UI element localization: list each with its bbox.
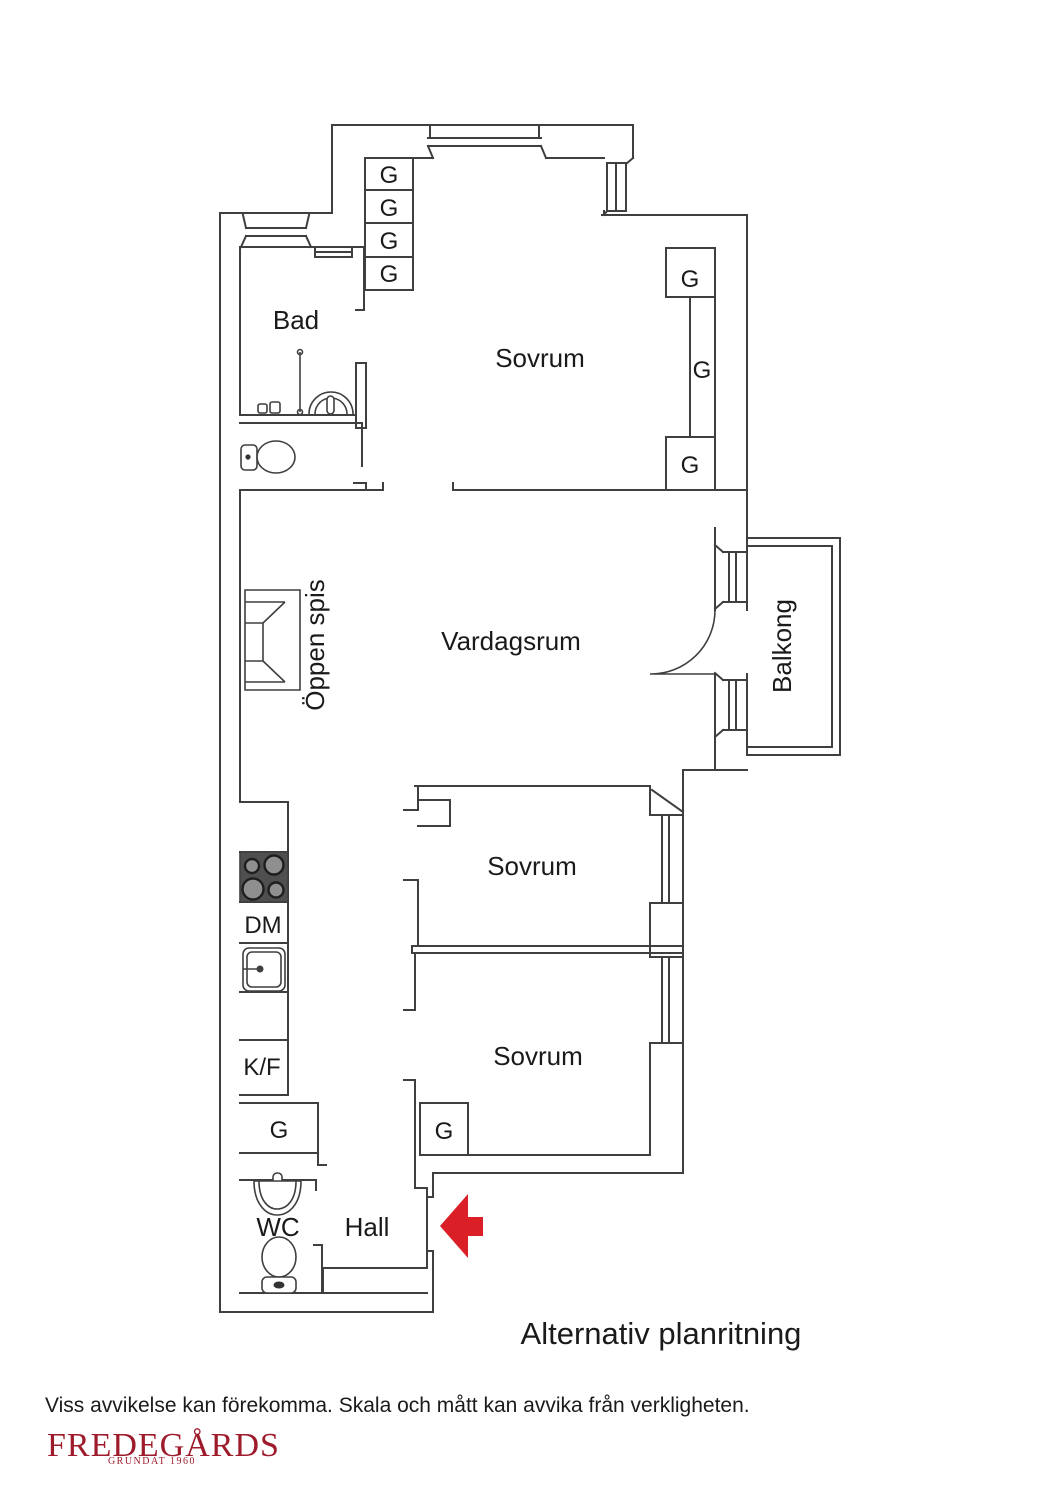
room-label-hall: Hall	[345, 1212, 390, 1242]
room-label-vardagsrum: Vardagsrum	[441, 626, 581, 656]
toilet-upper-icon	[240, 440, 296, 474]
kitchen-sink-icon	[242, 947, 286, 992]
shower-icon	[257, 348, 354, 416]
label-wardrobe: G	[270, 1117, 289, 1144]
label-wardrobe: G	[681, 452, 700, 479]
window-balcony-lower-icon	[713, 671, 748, 739]
label-wardrobe: G	[693, 357, 712, 384]
plan-title: Alternativ planritning	[521, 1316, 802, 1351]
toilet-wc-icon	[261, 1236, 297, 1294]
window-bad-icon	[239, 213, 313, 249]
balcony-door-icon	[649, 609, 716, 675]
balcony-railing	[746, 537, 841, 756]
room-label-sovrum-low: Sovrum	[493, 1041, 583, 1071]
label-wardrobe: G	[380, 228, 399, 255]
stove-icon	[239, 851, 289, 903]
wardrobe-labels: G G G G G G G G G	[270, 162, 712, 1145]
label-wardrobe: G	[435, 1118, 454, 1145]
logo-text: FREDEGÅRDS	[47, 1427, 280, 1464]
window-sovrum-low-icon	[649, 956, 684, 1044]
label-wardrobe: G	[681, 266, 700, 293]
label-fridge-freezer: K/F	[243, 1054, 280, 1081]
label-wardrobe: G	[380, 261, 399, 288]
walls	[219, 124, 841, 1313]
label-wardrobe: G	[380, 162, 399, 189]
room-label-balkong: Balkong	[767, 599, 797, 693]
room-label-wc: WC	[256, 1212, 299, 1242]
room-label-sovrum-mid: Sovrum	[487, 851, 577, 881]
brand-logo: FREDEGÅRDS GRUNDAT 1960	[47, 1427, 280, 1467]
label-dishwasher: DM	[244, 912, 281, 939]
window-balcony-upper-icon	[713, 543, 748, 611]
logo-tagline: GRUNDAT 1960	[108, 1456, 196, 1467]
disclaimer-text: Viss avvikelse kan förekomma. Skala och …	[45, 1394, 750, 1417]
entrance-arrow-icon	[440, 1194, 483, 1258]
room-label-bad: Bad	[273, 305, 319, 335]
room-label-sovrum-top: Sovrum	[495, 343, 585, 373]
fixture-labels: DM K/F	[243, 912, 281, 1081]
window-top-icon	[426, 124, 548, 160]
fireplace-icon	[244, 589, 301, 691]
room-labels: Bad Sovrum Vardagsrum Öppen spis Balkong…	[256, 305, 797, 1242]
window-topright-icon	[602, 156, 635, 217]
washbasin-icon	[253, 1172, 302, 1216]
window-sovrum-mid-icon	[649, 814, 684, 904]
label-wardrobe: G	[380, 195, 399, 222]
room-label-oppen-spis: Öppen spis	[300, 579, 330, 711]
